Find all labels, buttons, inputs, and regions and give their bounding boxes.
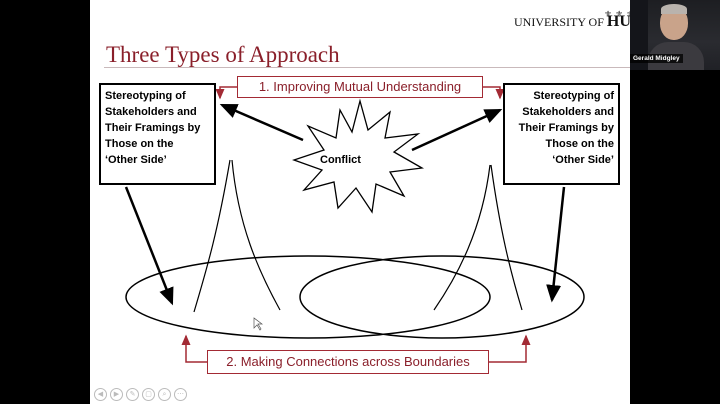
left-box-line-5: ‘Other Side’: [105, 154, 167, 166]
right-stereotyping-box: Stereotyping of Stakeholders and Their F…: [503, 83, 620, 185]
right-box-line-2: Stakeholders and: [522, 106, 614, 118]
left-ellipse: [125, 255, 491, 339]
right-box-line-3: Their Framings by: [518, 122, 614, 134]
improving-understanding-label: 1. Improving Mutual Understanding: [237, 76, 483, 98]
left-box-line-1: Stereotyping of: [105, 90, 186, 102]
right-box-line-4: Those on the: [545, 138, 614, 150]
participant-name-tag: Gerald Midgley: [630, 54, 683, 63]
left-box-arrow-down: [124, 186, 174, 306]
left-box-line-2: Stakeholders and: [105, 106, 197, 118]
more-options-icon[interactable]: ⋯: [174, 388, 187, 401]
right-box-arrow-down: [546, 186, 566, 303]
conflict-arrow-left: [219, 103, 304, 142]
right-ellipse: [299, 255, 585, 339]
slides-grid-icon[interactable]: ▢: [142, 388, 155, 401]
bottom-label-connector-left: [181, 334, 207, 363]
left-box-line-4: Those on the: [105, 138, 174, 150]
slide-title: Three Types of Approach: [106, 42, 340, 67]
left-stereotyping-box: Stereotyping of Stakeholders and Their F…: [99, 83, 216, 185]
bottom-label-connector-right: [489, 334, 531, 363]
zoom-icon[interactable]: ⌕: [158, 388, 171, 401]
previous-slide-button[interactable]: ◀: [94, 388, 107, 401]
left-curve-outer: [193, 159, 231, 313]
logo-text-small: UNIVERSITY OF: [514, 15, 607, 29]
logo-text-big: HULL: [606, 13, 630, 30]
left-box-line-3: Their Framings by: [105, 122, 201, 134]
next-slide-button[interactable]: ▶: [110, 388, 123, 401]
conflict-starburst: [292, 98, 425, 214]
mouse-cursor: [253, 317, 264, 331]
letterbox-left: [0, 0, 90, 404]
conflict-arrow-right: [411, 108, 503, 152]
left-curve-inner: [231, 159, 281, 311]
university-crest-logo: ⚜⚜⚜⚜: [604, 9, 630, 19]
making-connections-label: 2. Making Connections across Boundaries: [207, 350, 489, 374]
participant-hair: [661, 4, 687, 14]
approach-diagram: [124, 86, 585, 363]
right-curve-inner: [433, 164, 491, 311]
pen-icon[interactable]: ✎: [126, 388, 139, 401]
slide-nav-toolbar: ◀ ▶ ✎ ▢ ⌕ ⋯: [94, 388, 187, 401]
conflict-label: Conflict: [320, 154, 361, 166]
university-logo: UNIVERSITY OF HULL: [514, 13, 630, 31]
title-divider: [104, 67, 630, 68]
top-label-connector-left: [215, 86, 237, 100]
right-curve-outer: [490, 164, 523, 311]
background-shelf: [630, 0, 648, 70]
right-box-line-1: Stereotyping of: [533, 90, 614, 102]
top-label-connector-right: [483, 86, 505, 100]
right-box-line-5: ‘Other Side’: [552, 154, 614, 166]
presentation-slide: ⚜⚜⚜⚜ UNIVERSITY OF HULL Three Types of A…: [90, 0, 630, 404]
